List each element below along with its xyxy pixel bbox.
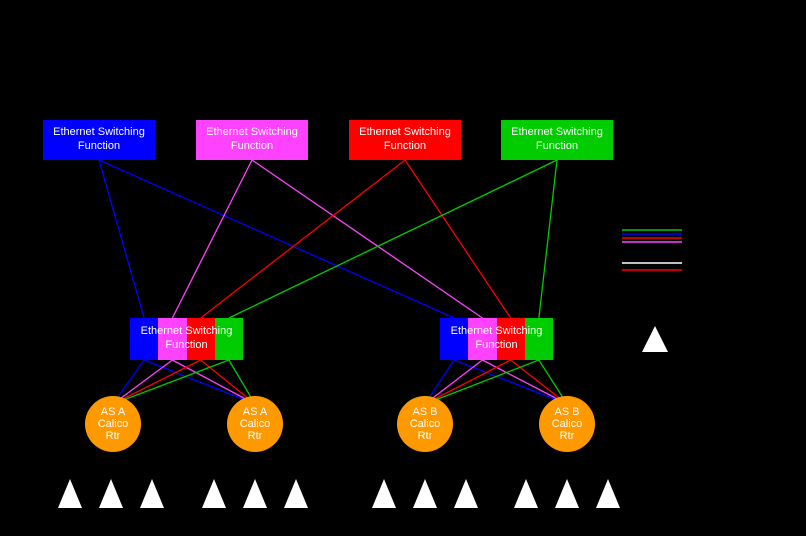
uplink-line-magenta-to-mid-1 — [171, 159, 253, 319]
downlink-line-mid-1-to-router-1 — [112, 359, 201, 405]
uplink-line-red-to-mid-1 — [200, 159, 406, 319]
downlink-line-mid-2-to-router-3 — [424, 359, 540, 405]
router-label: AS B Calico Rtr — [551, 405, 583, 443]
mid-switch-label: Ethernet Switching Function — [140, 325, 233, 351]
mid-switch-segment — [158, 318, 187, 360]
downlink-line-mid-2-to-router-3 — [424, 359, 511, 405]
host-triangle-icon — [99, 479, 123, 508]
top-switch-label: Ethernet Switching Function — [359, 126, 451, 152]
router-label: AS A Calico Rtr — [97, 405, 129, 443]
host-triangle-icon — [372, 479, 396, 508]
mid-switch-1: Ethernet Switching Function — [130, 318, 243, 360]
mid-switch-segment — [468, 318, 497, 360]
legend-host-triangle-icon — [642, 326, 668, 352]
top-switch-label: Ethernet Switching Function — [53, 126, 145, 152]
host-triangle-icon — [58, 479, 82, 508]
host-triangle-icon — [454, 479, 478, 508]
mid-switch-segment — [440, 318, 469, 360]
uplink-line-blue-to-mid-1 — [98, 159, 145, 319]
mid-switch-segment — [496, 318, 525, 360]
mid-switch-segment — [130, 318, 159, 360]
host-triangle-icon — [514, 479, 538, 508]
uplink-line-green-to-mid-1 — [228, 159, 558, 319]
router-2: AS A Calico Rtr — [227, 396, 283, 452]
mid-switch-segment — [186, 318, 215, 360]
router-label: AS A Calico Rtr — [239, 405, 271, 443]
uplink-line-green-to-mid-2 — [538, 159, 558, 319]
router-4: AS B Calico Rtr — [539, 396, 595, 452]
host-triangle-icon — [596, 479, 620, 508]
downlink-line-mid-1-to-router-1 — [112, 359, 230, 405]
uplink-line-blue-to-mid-2 — [98, 159, 455, 319]
top-switch-label: Ethernet Switching Function — [206, 126, 298, 152]
host-triangle-icon — [284, 479, 308, 508]
host-triangle-icon — [413, 479, 437, 508]
host-triangle-icon — [202, 479, 226, 508]
downlink-line-mid-2-to-router-3 — [424, 359, 483, 405]
host-triangle-icon — [555, 479, 579, 508]
host-triangle-icon — [243, 479, 267, 508]
mid-switch-segment — [214, 318, 243, 360]
router-3: AS B Calico Rtr — [397, 396, 453, 452]
mid-switch-segment — [524, 318, 553, 360]
uplink-line-red-to-mid-2 — [404, 159, 512, 319]
uplink-line-magenta-to-mid-2 — [251, 159, 483, 319]
top-switch-magenta: Ethernet Switching Function — [196, 120, 308, 160]
top-switch-blue: Ethernet Switching Function — [43, 120, 155, 160]
top-switch-red: Ethernet Switching Function — [349, 120, 461, 160]
mid-switch-label: Ethernet Switching Function — [450, 325, 543, 351]
top-switch-green: Ethernet Switching Function — [501, 120, 613, 160]
mid-switch-2: Ethernet Switching Function — [440, 318, 553, 360]
router-label: AS B Calico Rtr — [409, 405, 441, 443]
top-switch-label: Ethernet Switching Function — [511, 126, 603, 152]
downlink-line-mid-1-to-router-1 — [112, 359, 173, 405]
host-triangle-icon — [140, 479, 164, 508]
router-1: AS A Calico Rtr — [85, 396, 141, 452]
